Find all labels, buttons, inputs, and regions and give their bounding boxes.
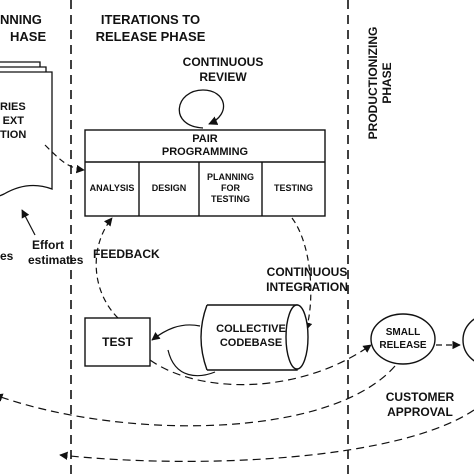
pair-programming-line2: PROGRAMMING: [161, 146, 249, 158]
cell-testing-label: TESTING: [273, 183, 313, 193]
estimates-arrow: [21, 209, 36, 236]
test-box: [84, 317, 151, 367]
next-node-partial: [462, 318, 474, 362]
cell-design: DESIGN: [139, 183, 199, 194]
iterations-phase-line1: ITERATIONS TO: [100, 12, 201, 27]
pair-programming-box: [84, 129, 326, 217]
user-stories-text: RIES EXT TION: [0, 100, 27, 142]
customer-approval-label: CUSTOMER APPROVAL: [375, 390, 465, 420]
continuous-integration-label: CONTINUOUS INTEGRATION: [252, 265, 362, 295]
continuous-integration-line2: INTEGRATION: [266, 280, 348, 294]
continuous-review-line1: CONTINUOUS: [182, 55, 264, 69]
planning-phase-line1: NNING: [0, 12, 42, 27]
small-release-line1: SMALL: [385, 327, 421, 338]
left-es-label: es: [0, 249, 14, 263]
customer-approval-line1: CUSTOMER: [385, 390, 455, 404]
user-stories-line2: EXT: [2, 115, 24, 127]
codebase-line1: COLLECTIVE: [216, 323, 286, 335]
planning-phase-line2: HASE: [10, 29, 47, 44]
cell-design-label: DESIGN: [151, 183, 187, 193]
small-release-line2: RELEASE: [379, 340, 427, 351]
user-stories-document-stack: [0, 61, 53, 197]
small-release-label: SMALL RELEASE: [371, 326, 435, 352]
effort-estimates-label: Effort estimates: [28, 238, 83, 268]
feedback-label: FEEDBACK: [93, 247, 160, 261]
pair-programming-title: PAIR PROGRAMMING: [85, 133, 325, 159]
productionizing-phase-title: PRODUCTIONIZING PHASE: [366, 8, 394, 158]
iterations-phase-title: ITERATIONS TO RELEASE PHASE: [88, 11, 213, 45]
cell-planning-for-testing: PLANNING FOR TESTING: [199, 172, 262, 205]
continuous-integration-line1: CONTINUOUS: [266, 265, 348, 279]
codebase-bottom-loop: [167, 349, 216, 377]
test-to-release-arrow: [149, 344, 372, 386]
continuous-review-label: CONTINUOUS REVIEW: [168, 55, 278, 85]
continuous-review-line2: REVIEW: [199, 70, 247, 84]
productionizing-phase-line1: PRODUCTIONIZING: [366, 26, 380, 140]
effort-estimates-line2: estimates: [28, 253, 84, 267]
cell-analysis-label: ANALYSIS: [89, 183, 135, 193]
cell-planning-line3: TESTING: [210, 194, 250, 204]
continuous-review-loop: [178, 89, 225, 129]
cell-analysis: ANALYSIS: [85, 183, 139, 194]
stories-to-iteration-arrow: [44, 144, 85, 174]
planning-phase-title: NNING HASE: [0, 11, 46, 45]
effort-estimates-line1: Effort: [32, 238, 64, 252]
continuous-integration-arrow: [291, 217, 313, 331]
test-label: TEST: [102, 335, 133, 349]
iterations-phase-line2: RELEASE PHASE: [95, 29, 206, 44]
customer-approval-line2: APPROVAL: [387, 405, 453, 419]
small-release-node: [370, 313, 436, 365]
codebase-line2: CODEBASE: [219, 337, 283, 349]
cell-planning-line2: FOR: [221, 183, 240, 193]
pair-programming-line1: PAIR: [192, 133, 218, 145]
collective-codebase-label: COLLECTIVE CODEBASE: [205, 322, 297, 350]
next-release-return-arrow: [59, 409, 474, 462]
feedback-arrow: [95, 217, 119, 319]
cell-planning-line1: PLANNING: [207, 172, 254, 182]
productionizing-phase-line2: PHASE: [380, 62, 394, 104]
codebase-to-test-arrow: [151, 324, 201, 341]
user-stories-line1: RIES: [0, 101, 26, 113]
collective-codebase-cylinder: [200, 304, 309, 371]
customer-approval-arrow: [0, 365, 396, 427]
user-stories-line3: TION: [0, 129, 27, 141]
cell-testing: TESTING: [262, 183, 325, 194]
